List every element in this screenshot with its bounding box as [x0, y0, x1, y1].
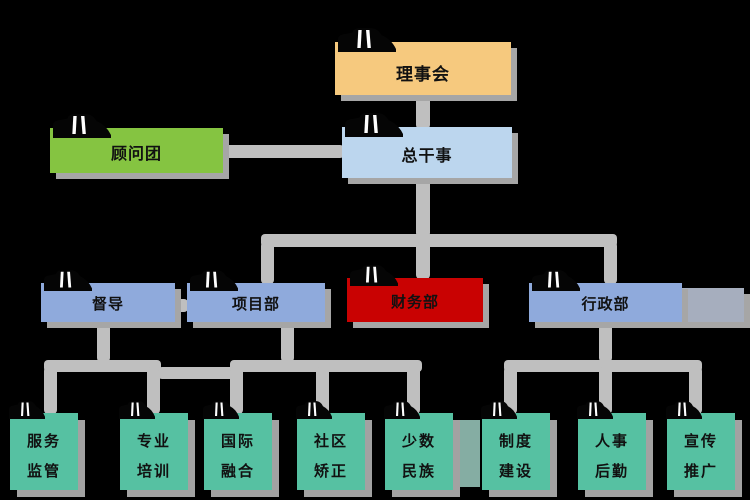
- admin-extension-band: [682, 288, 744, 322]
- node-dept-ethnic-minorities: 少数 民族: [385, 413, 453, 490]
- dept-label-line1: 服务: [26, 434, 61, 450]
- dept-label-line1: 国际: [220, 434, 255, 450]
- connector-to-finance: [416, 242, 430, 279]
- connector-to-dept-7: [599, 367, 612, 414]
- node-finance-label: 财务部: [390, 294, 439, 311]
- node-project: 项目部: [187, 283, 325, 322]
- node-advisory: 顾问团: [50, 128, 223, 173]
- person-icon: [345, 113, 403, 137]
- dept-label-line2: 监管: [26, 464, 61, 480]
- connector-branch-project: [230, 360, 422, 372]
- node-supervision-label: 督导: [91, 296, 124, 313]
- dept-label-line1: 宣传: [683, 434, 718, 450]
- node-supervision: 督导: [41, 283, 175, 322]
- connector-board-director: [416, 95, 430, 129]
- node-admin: 行政部: [529, 283, 682, 322]
- person-icon: [53, 114, 111, 138]
- node-board: 理事会: [335, 42, 511, 95]
- connector-to-dept-8: [689, 367, 702, 414]
- node-finance: 财务部: [347, 278, 483, 322]
- person-icon: [532, 270, 580, 291]
- dept-label-line2: 建设: [498, 464, 533, 480]
- connector-branch-supervision: [44, 360, 161, 372]
- dept-label-line1: 人事: [594, 434, 629, 450]
- node-admin-label: 行政部: [581, 296, 630, 313]
- connector-branch-admin: [504, 360, 702, 372]
- connector-branch-level2: [261, 234, 617, 247]
- node-director: 总干事: [342, 127, 512, 178]
- person-icon: [44, 270, 92, 291]
- connector-to-dept-6: [504, 367, 517, 414]
- dept-label-line2: 培训: [136, 464, 171, 480]
- connector-to-dept-3: [230, 367, 243, 414]
- dept-label-line2: 民族: [401, 464, 436, 480]
- dept-label-line1: 少数: [401, 434, 436, 450]
- person-icon: [350, 265, 398, 286]
- node-project-label: 项目部: [231, 296, 280, 313]
- connector-supervision-drop: [97, 320, 110, 362]
- person-icon: [190, 270, 238, 291]
- node-dept-publicity-promotion: 宣传 推广: [667, 413, 735, 490]
- node-director-label: 总干事: [401, 148, 453, 165]
- node-advisory-label: 顾问团: [110, 146, 162, 163]
- connector-supervision-project: [174, 299, 188, 312]
- dept-label-line2: 推广: [683, 464, 718, 480]
- node-dept-international-integration: 国际 融合: [204, 413, 272, 490]
- person-icon: [9, 401, 45, 419]
- connector-project-drop: [281, 320, 294, 362]
- node-board-label: 理事会: [396, 65, 450, 84]
- connector-to-dept-5: [407, 367, 420, 414]
- dept-label-line1: 社区: [313, 434, 348, 450]
- node-dept-community-correction: 社区 矫正: [297, 413, 365, 490]
- node-dept-system-building: 制度 建设: [482, 413, 550, 490]
- dept-label-line2: 矫正: [313, 464, 348, 480]
- connector-director-drop: [416, 177, 430, 237]
- connector-bridge-bar: [158, 367, 236, 379]
- connector-advisory-director: [222, 145, 344, 158]
- dept-label-line2: 后勤: [594, 464, 629, 480]
- dept-label-line1: 制度: [498, 434, 533, 450]
- connector-to-dept-1: [44, 367, 57, 414]
- bridge-band: [450, 420, 480, 487]
- connector-admin-drop: [599, 320, 612, 362]
- node-dept-professional-training: 专业 培训: [120, 413, 188, 490]
- connector-to-admin: [604, 242, 617, 284]
- connector-to-dept-4: [316, 367, 329, 414]
- connector-to-project: [261, 242, 274, 284]
- node-dept-service-supervision: 服务 监管: [10, 413, 78, 490]
- dept-label-line2: 融合: [220, 464, 255, 480]
- dept-label-line1: 专业: [136, 434, 171, 450]
- person-icon: [338, 28, 396, 52]
- node-dept-hr-logistics: 人事 后勤: [578, 413, 646, 490]
